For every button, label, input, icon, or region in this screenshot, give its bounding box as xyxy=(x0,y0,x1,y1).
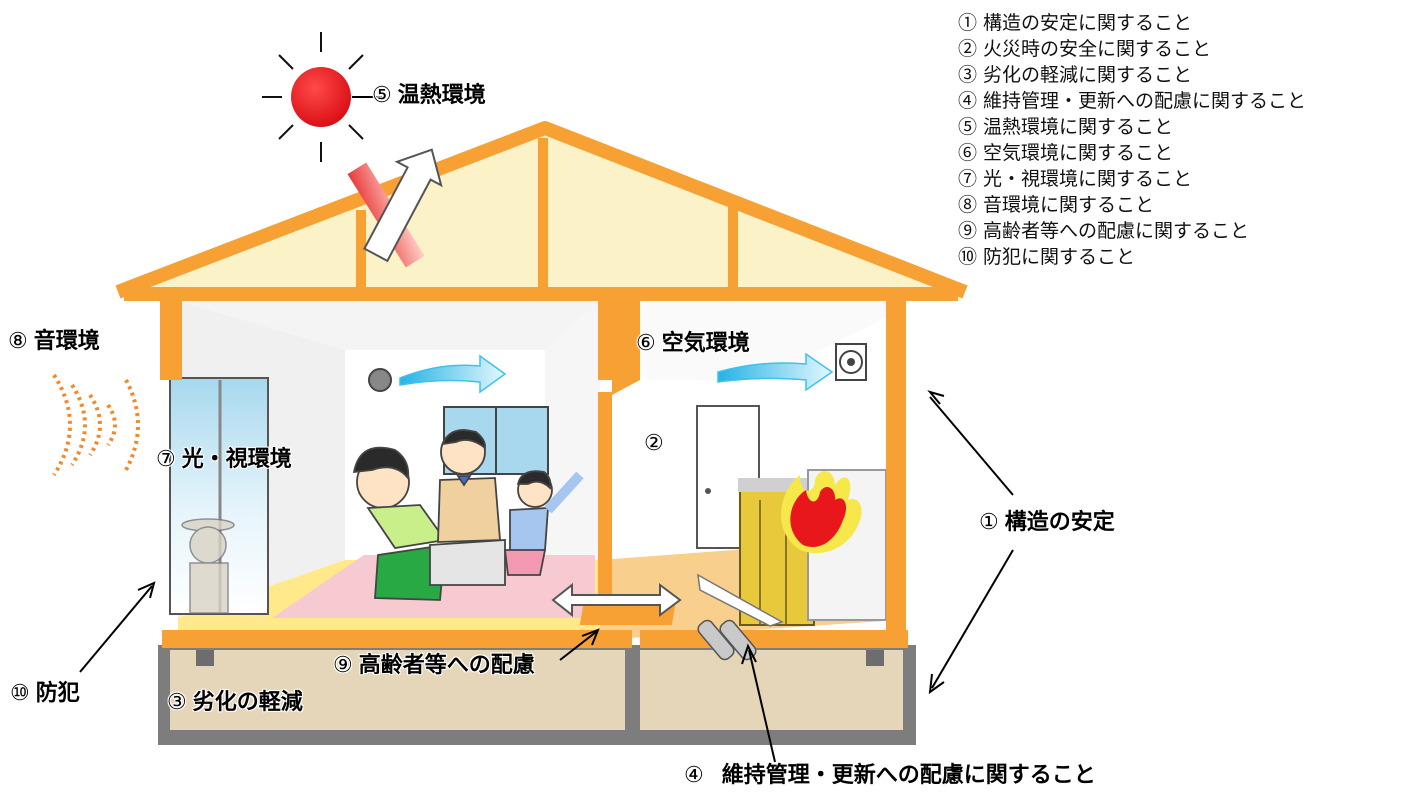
label-air-text: 空気環境 xyxy=(661,331,750,356)
sound-waves xyxy=(52,373,140,477)
legend-item-air: ⑥ 空気環境に関すること xyxy=(958,142,1174,164)
label-air-num: ⑥ xyxy=(636,331,656,356)
legend-item-elderly: ⑨ 高齢者等への配慮に関すること xyxy=(958,220,1250,242)
label-security-num: ⑩ xyxy=(10,681,30,706)
label-light-text: 光・視環境 xyxy=(181,447,292,472)
label-fire-num: ② xyxy=(644,431,664,456)
label-sound-num: ⑧ xyxy=(8,329,28,354)
legend-item-structure: ① 構造の安定に関すること xyxy=(958,12,1193,34)
legend-item-maintenance: ④ 維持管理・更新への配慮に関すること xyxy=(958,90,1307,112)
label-elderly-text: 高齢者等への配慮 xyxy=(358,653,535,678)
foundation xyxy=(158,645,916,745)
pointer-lines xyxy=(79,96,1014,763)
label-structure-text: 構造の安定 xyxy=(1004,510,1115,535)
label-degradation-text: 劣化の軽減 xyxy=(192,690,303,715)
legend-item-fire: ② 火災時の安全に関すること xyxy=(958,38,1212,60)
intruder-figure xyxy=(181,518,235,614)
label-maintenance-text: 維持管理・更新への配慮に関すること xyxy=(721,763,1096,788)
label-thermal-num: ⑤ xyxy=(372,83,392,108)
label-elderly-num: ⑨ xyxy=(333,653,353,678)
label-structure-num: ① xyxy=(979,510,999,535)
air-arrows xyxy=(399,352,834,394)
legend-item-sound: ⑧ 音環境に関すること xyxy=(958,194,1155,216)
legend-item-light: ⑦ 光・視環境に関すること xyxy=(958,168,1193,190)
label-fire: ② xyxy=(644,433,670,455)
label-thermal-text: 温熱環境 xyxy=(397,83,486,108)
family-figures xyxy=(352,429,584,601)
legend-item-degradation: ③ 劣化の軽減に関すること xyxy=(958,64,1193,86)
structure-frame xyxy=(160,296,908,648)
legend-item-security: ⑩ 防犯に関すること xyxy=(958,246,1136,268)
barrier-free-arrow xyxy=(551,573,784,627)
label-degradation-num: ③ xyxy=(167,690,187,715)
label-maintenance-num: ④ xyxy=(684,763,704,788)
roof-attic xyxy=(115,121,968,301)
heat-arrows xyxy=(347,148,443,268)
label-sound-text: 音環境 xyxy=(33,329,100,354)
label-security-text: 防犯 xyxy=(35,681,80,706)
legend-list: ① 構造の安定に関すること ② 火災時の安全に関すること ③ 劣化の軽減に関する… xyxy=(958,10,1306,270)
label-light-num: ⑦ xyxy=(156,447,176,472)
fire-icon xyxy=(781,470,862,554)
label-maintenance: ④ 維持管理・更新への配慮に関すること xyxy=(684,765,1096,787)
legend-item-thermal: ⑤ 温熱環境に関すること xyxy=(958,116,1174,138)
